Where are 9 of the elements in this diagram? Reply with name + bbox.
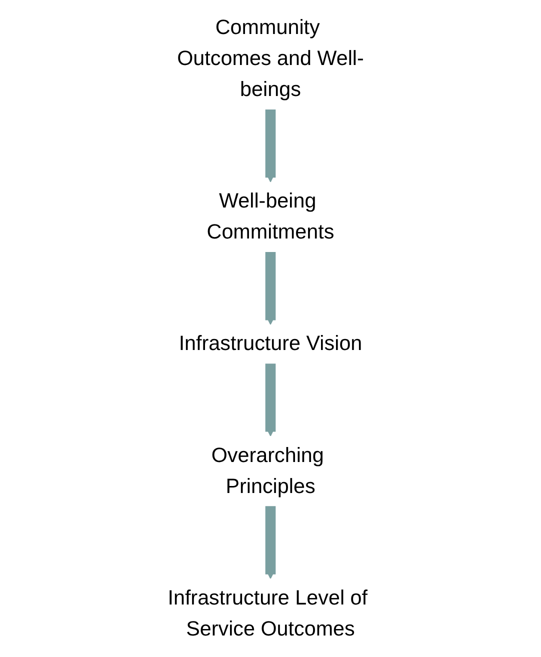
node-text: Well-being Commitments <box>206 190 334 244</box>
arrow <box>265 506 276 579</box>
arrow <box>265 252 276 325</box>
node-text: Infrastructure Level of Service Outcomes <box>168 586 368 640</box>
arrow <box>265 364 276 436</box>
arrow <box>265 110 276 182</box>
node-text: Overarching Principles <box>211 444 324 498</box>
node-text: Community Outcomes and Well-beings <box>177 16 364 102</box>
node-text: Infrastructure Vision <box>178 332 362 356</box>
